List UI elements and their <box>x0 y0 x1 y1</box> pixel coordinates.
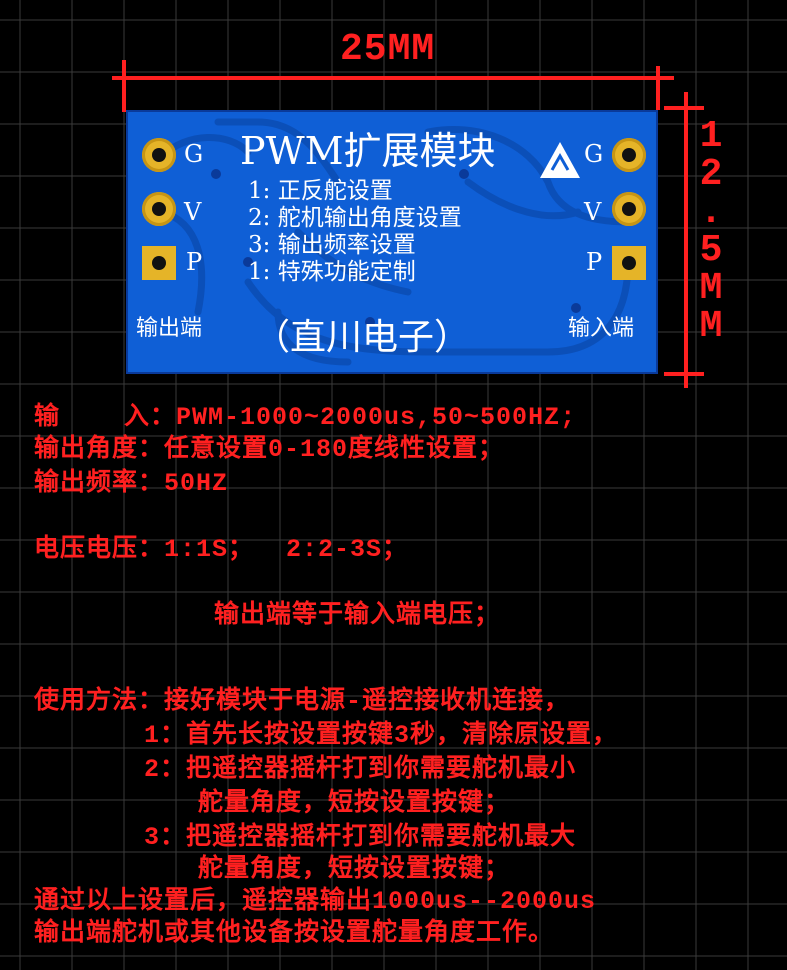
feature-4: 1: 特殊功能定制 <box>248 259 416 285</box>
usage-after-2: 输出端舵机或其他设备按设置舵量角度工作。 <box>34 919 555 948</box>
pad-v-right <box>612 192 646 226</box>
board-title: PWM扩展模块 <box>240 129 496 173</box>
left-port-label: 输出端 <box>136 316 203 341</box>
pad-v-left <box>142 192 176 226</box>
pcb-traces <box>158 118 632 366</box>
feature-2: 2: 舵机输出角度设置 <box>248 205 462 231</box>
pad-g-right <box>612 138 646 172</box>
pin-label-v-left: V <box>184 198 202 226</box>
feature-3: 3: 输出频率设置 <box>248 232 416 258</box>
right-port-label: 输入端 <box>568 316 635 341</box>
usage-heading: 使用方法：接好模块于电源-遥控接收机连接， <box>34 687 571 716</box>
spec-angle: 输出角度：任意设置0-180度线性设置； <box>34 435 505 464</box>
usage-step-2b: 舵量角度，短按设置按键； <box>198 789 511 818</box>
spec-equal-voltage: 输出端等于输入端电压； <box>214 601 501 630</box>
spec-input: 输 入：PWM-1000~2000us,50~500HZ; <box>34 403 577 432</box>
usage-step-1: 1：首先长按设置按键3秒，清除原设置， <box>144 721 619 750</box>
height-dimension-tick-top <box>664 106 704 110</box>
usage-step-2a: 2：把遥控器摇杆打到你需要舵机最小 <box>144 755 577 784</box>
width-dimension-label: 25MM <box>340 28 436 71</box>
pcb-board: G V P G V P PWM扩展模块 1: 正反舵设置 2: 舵机输出角度设置… <box>126 110 658 374</box>
company-label: （直川电子） <box>254 317 471 358</box>
pin-label-p-right: P <box>586 248 603 276</box>
height-dimension-line <box>684 92 688 388</box>
pad-g-left <box>142 138 176 172</box>
usage-step-3b: 舵量角度，短按设置按键； <box>198 855 511 884</box>
usage-after-1: 通过以上设置后，遥控器输出1000us--2000us <box>34 887 597 916</box>
pin-label-g-left: G <box>184 140 204 168</box>
usage-step-3a: 3：把遥控器摇杆打到你需要舵机最大 <box>144 823 577 852</box>
pin-label-v-right: V <box>584 198 602 226</box>
pad-p-left <box>142 246 176 280</box>
spec-voltage: 电压电压：1:1S； 2:2-3S； <box>34 535 409 564</box>
height-dimension-tick-bottom <box>664 372 704 376</box>
pin-label-g-right: G <box>584 140 604 168</box>
pad-p-right <box>612 246 646 280</box>
width-dimension-tick-right <box>656 66 660 110</box>
width-dimension-line <box>112 76 674 80</box>
spec-frequency: 输出频率：50HZ <box>34 469 229 498</box>
width-dimension-tick-left <box>122 60 126 112</box>
feature-1: 1: 正反舵设置 <box>248 178 393 204</box>
pin-label-p-left: P <box>186 248 203 276</box>
